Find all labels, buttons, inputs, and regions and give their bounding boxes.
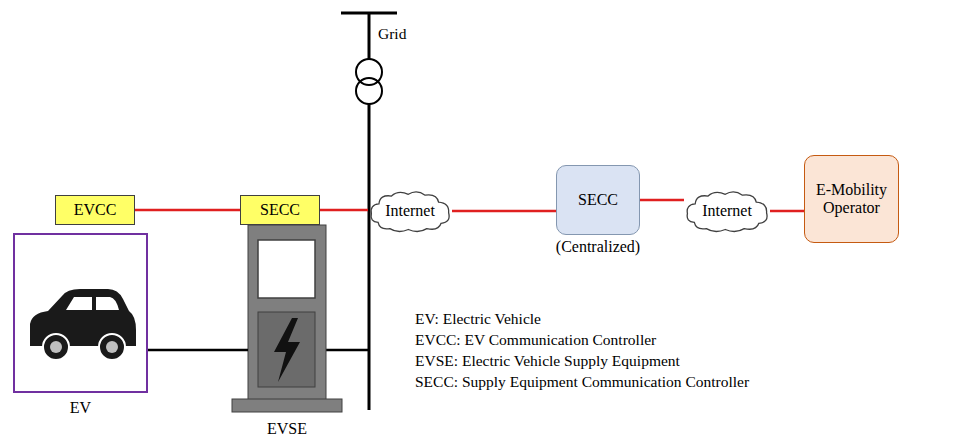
connector-line bbox=[452, 211, 556, 212]
controller-box: EVCC bbox=[55, 195, 135, 225]
car-wheel bbox=[99, 334, 125, 360]
operator-box: E-Mobility Operator bbox=[804, 155, 899, 243]
node-label: SECC bbox=[260, 201, 300, 219]
transformer-coil bbox=[356, 78, 382, 104]
charger-panel bbox=[258, 312, 315, 387]
car-hub bbox=[106, 341, 118, 353]
connector-line bbox=[148, 350, 248, 351]
node-label: E-Mobility Operator bbox=[805, 181, 898, 218]
central-controller: SECC(Centralized) bbox=[556, 165, 640, 235]
node-label: SECC bbox=[578, 191, 618, 209]
lightning-symbol bbox=[274, 318, 300, 382]
connector-line bbox=[135, 210, 240, 211]
power-cable bbox=[326, 349, 369, 352]
charger-node: EVSE bbox=[248, 225, 326, 400]
charger-screen bbox=[258, 240, 315, 298]
grid-line bbox=[368, 13, 371, 59]
node-caption: (Centralized) bbox=[556, 238, 640, 256]
node-caption: EV bbox=[70, 399, 91, 417]
legend-line: EVSE: Electric Vehicle Supply Equipment bbox=[415, 352, 680, 370]
legend-line: EV: Electric Vehicle bbox=[415, 310, 541, 328]
charger-base bbox=[232, 399, 342, 412]
grid-label: Grid bbox=[378, 25, 406, 43]
connector-line bbox=[320, 210, 368, 211]
connector-line bbox=[770, 211, 804, 212]
legend-line: EVCC: EV Communication Controller bbox=[415, 331, 656, 349]
internet-cloud: Internet bbox=[368, 189, 452, 233]
car-window bbox=[66, 297, 119, 310]
node-label: Internet bbox=[385, 202, 435, 220]
car-hub bbox=[50, 341, 62, 353]
car-wheel bbox=[43, 334, 69, 360]
legend-line: SECC: Supply Equipment Communication Con… bbox=[415, 373, 749, 391]
grid-line bbox=[368, 104, 371, 410]
node-caption: EVSE bbox=[267, 420, 307, 438]
node-label: EVCC bbox=[74, 201, 117, 219]
charger-body bbox=[248, 225, 326, 400]
vehicle-box: EV bbox=[13, 233, 148, 393]
controller-box: SECC bbox=[240, 195, 320, 225]
internet-cloud: Internet bbox=[684, 189, 770, 233]
node-label: Internet bbox=[702, 202, 752, 220]
connector-line bbox=[640, 200, 684, 201]
